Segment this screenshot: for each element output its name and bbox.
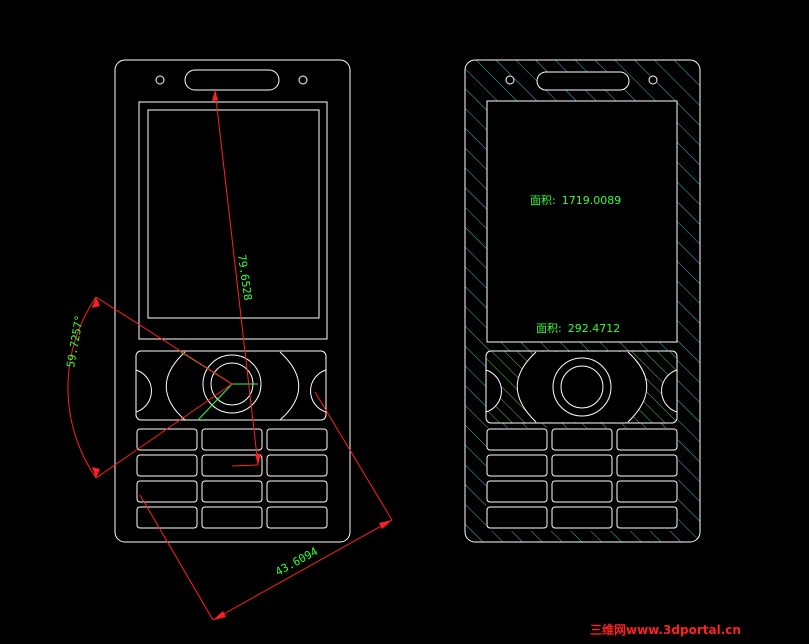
left-nav-right-arc — [310, 369, 327, 413]
right-nav-ring-outer — [552, 357, 612, 417]
left-phone — [114, 59, 351, 543]
keypad-area-label: 面积:292.4712 — [536, 322, 620, 335]
left-sensor-hole-right — [298, 75, 308, 85]
dimension-length-label: 79.6528 — [235, 254, 254, 302]
left-nav-left-arc — [135, 369, 152, 413]
dimension-angle-label: 59.7257° — [64, 314, 86, 368]
left-nav-ring-outer — [202, 354, 262, 414]
right-screen — [486, 100, 678, 343]
right-keypad — [486, 428, 678, 529]
right-speaker-slot — [536, 71, 630, 91]
left-nav-center-right — [279, 351, 300, 421]
watermark: 三维网www.3dportal.cn — [590, 622, 741, 637]
left-keypad — [136, 428, 328, 529]
left-sensor-hole-left — [155, 75, 165, 85]
left-phone-body — [114, 59, 351, 543]
dimension-lines — [67, 89, 393, 621]
dimension-arrows — [92, 90, 392, 620]
left-screen-frame — [138, 101, 328, 340]
screen-area-label: 面积:1719.0089 — [530, 194, 621, 207]
right-phone-body — [464, 59, 701, 543]
right-sensor-hole-left — [505, 75, 515, 85]
left-speaker-slot — [184, 69, 280, 91]
left-nav-center-left — [165, 351, 186, 421]
right-sensor-hole-right — [648, 75, 658, 85]
right-phone — [464, 59, 701, 543]
left-screen — [147, 109, 320, 319]
left-nav-panel — [135, 350, 327, 421]
right-nav-panel — [485, 350, 678, 424]
right-nav-ring-inner — [560, 365, 604, 409]
